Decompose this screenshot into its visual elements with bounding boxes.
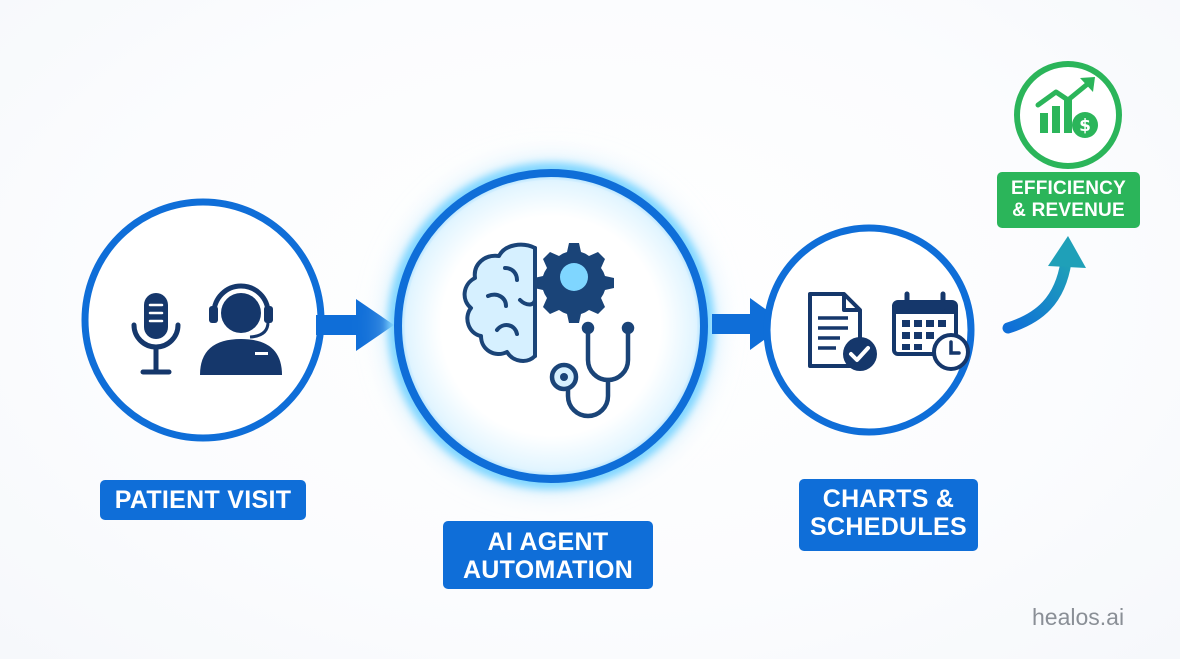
headset-agent-icon bbox=[200, 283, 282, 375]
growth-chart-dollar-icon: $ bbox=[1035, 77, 1098, 138]
svg-text:$: $ bbox=[1079, 116, 1091, 136]
gear-icon bbox=[534, 243, 614, 323]
patient-visit-node bbox=[81, 198, 325, 442]
ai-agent-text-line1: AI AGENT bbox=[487, 528, 609, 556]
efficiency-revenue-label: EFFICIENCY & REVENUE bbox=[997, 172, 1140, 228]
brain-icon bbox=[462, 242, 537, 363]
efficiency-text-line2: & REVENUE bbox=[1012, 200, 1125, 221]
patient-visit-text: PATIENT VISIT bbox=[114, 486, 292, 514]
ai-agent-node bbox=[373, 148, 729, 504]
charts-text-line2: SCHEDULES bbox=[810, 513, 967, 541]
ai-agent-text-line2: AUTOMATION bbox=[462, 556, 634, 584]
patient-visit-label: PATIENT VISIT bbox=[100, 480, 306, 520]
document-check-icon bbox=[808, 292, 877, 371]
efficiency-text-line1: EFFICIENCY bbox=[1011, 178, 1126, 199]
outcome-node: $ bbox=[1014, 61, 1122, 169]
stethoscope-icon bbox=[549, 321, 635, 419]
microphone-icon bbox=[131, 293, 181, 375]
charts-schedules-node bbox=[763, 224, 975, 436]
charts-schedules-label: CHARTS & SCHEDULES bbox=[799, 479, 978, 551]
growth-curve-arrow bbox=[1002, 236, 1086, 334]
charts-text-line1: CHARTS & bbox=[822, 485, 955, 513]
ai-agent-automation-label: AI AGENT AUTOMATION bbox=[443, 521, 653, 589]
brand-watermark: healos.ai bbox=[1032, 604, 1125, 630]
calendar-clock-icon bbox=[892, 291, 970, 371]
